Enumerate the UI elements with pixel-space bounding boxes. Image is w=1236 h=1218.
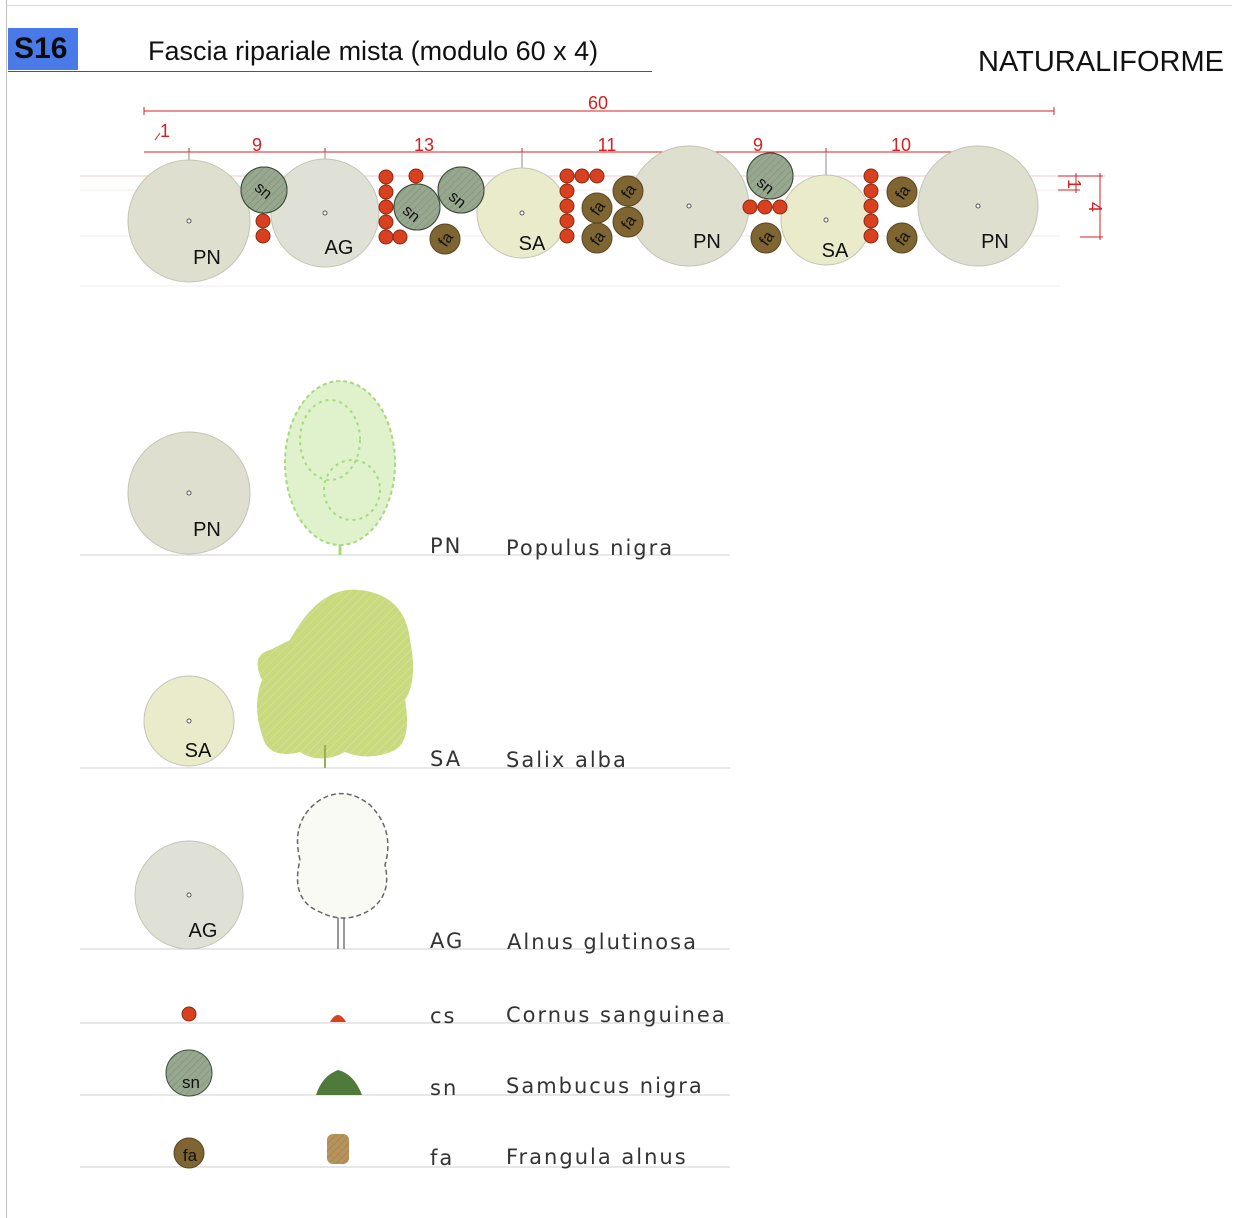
dim-total-length: 60 [588, 93, 608, 113]
plan-label-sa-1: SA [519, 233, 546, 255]
salix-tree-elevation-icon [257, 589, 414, 768]
legend-frangula-plan-label: fa [183, 1146, 198, 1165]
plan-label-sn-3: sn [445, 188, 469, 212]
plan-tree-centers [186, 203, 981, 224]
dim-segment-1: 9 [252, 135, 262, 155]
legend-populus-plan-label: PN [193, 519, 221, 541]
legend-sambucus-plan-label: sn [182, 1073, 200, 1092]
legend-cornus-plan-symbol [181, 1006, 197, 1022]
sheet-frame-top [6, 5, 1232, 6]
legend-ground-lines [80, 554, 730, 1168]
legend-abbr-salix: SA [430, 747, 463, 771]
legend-name-populus: Populus nigra [506, 536, 675, 560]
dim-depth-offset: 1 [1064, 179, 1084, 189]
legend-abbr-populus: PN [430, 534, 463, 558]
plan-label-sn-4: sn [753, 174, 777, 198]
cornus-shrub-elevation-icon [330, 1015, 346, 1022]
legend-abbr-alnus: AG [430, 929, 465, 953]
legend-name-salix: Salix alba [506, 748, 628, 772]
alnus-tree-elevation-icon [296, 792, 389, 949]
sheet-code-badge: S16 [8, 28, 78, 70]
sheet-frame-left [6, 0, 7, 1218]
legend-name-alnus: Alnus glutinosa [507, 930, 698, 954]
legend-abbr-frangula: fa [430, 1146, 455, 1170]
plan-cornus [255, 168, 879, 245]
legend-name-sambucus: Sambucus nigra [506, 1074, 704, 1098]
legend-salix-plan-label: SA [185, 740, 212, 762]
plan-label-sn-2: sn [399, 202, 423, 226]
plan-label-ag: AG [325, 237, 354, 259]
sambucus-shrub-elevation-icon [316, 1070, 362, 1095]
dim-segment-4: 9 [753, 135, 763, 155]
dim-segment-5: 10 [891, 135, 911, 155]
plan-label-pn-3: PN [981, 231, 1009, 253]
plan-label-pn-2: PN [693, 231, 721, 253]
plan-label-sa-2: SA [822, 240, 849, 262]
populus-tree-elevation-icon [284, 380, 396, 555]
title-underline [8, 71, 652, 72]
legend-name-frangula: Frangula alnus [506, 1145, 688, 1169]
dim-segment-3: 11 [598, 135, 617, 155]
legend-abbr-sambucus: sn [430, 1076, 459, 1100]
sheet-title: Fascia ripariale mista (modulo 60 x 4) [148, 36, 599, 66]
legend-alnus-plan-label: AG [189, 920, 218, 942]
plan-label-sn-1: sn [251, 179, 275, 203]
dim-offset: 1 [160, 121, 170, 141]
plan-frangula [429, 175, 918, 255]
legend-abbr-cornus: cs [430, 1004, 457, 1028]
plan-label-pn-1: PN [193, 247, 221, 269]
frangula-shrub-elevation-icon [327, 1134, 349, 1164]
dim-segment-2: 13 [414, 135, 434, 155]
legend-name-cornus: Cornus sanguinea [506, 1003, 727, 1027]
dim-depth: 4 [1085, 202, 1105, 212]
legend-frangula-plan-symbol [173, 1137, 205, 1169]
sheet-category: NATURALIFORME [978, 46, 1224, 78]
plan-sambucus [240, 152, 794, 231]
